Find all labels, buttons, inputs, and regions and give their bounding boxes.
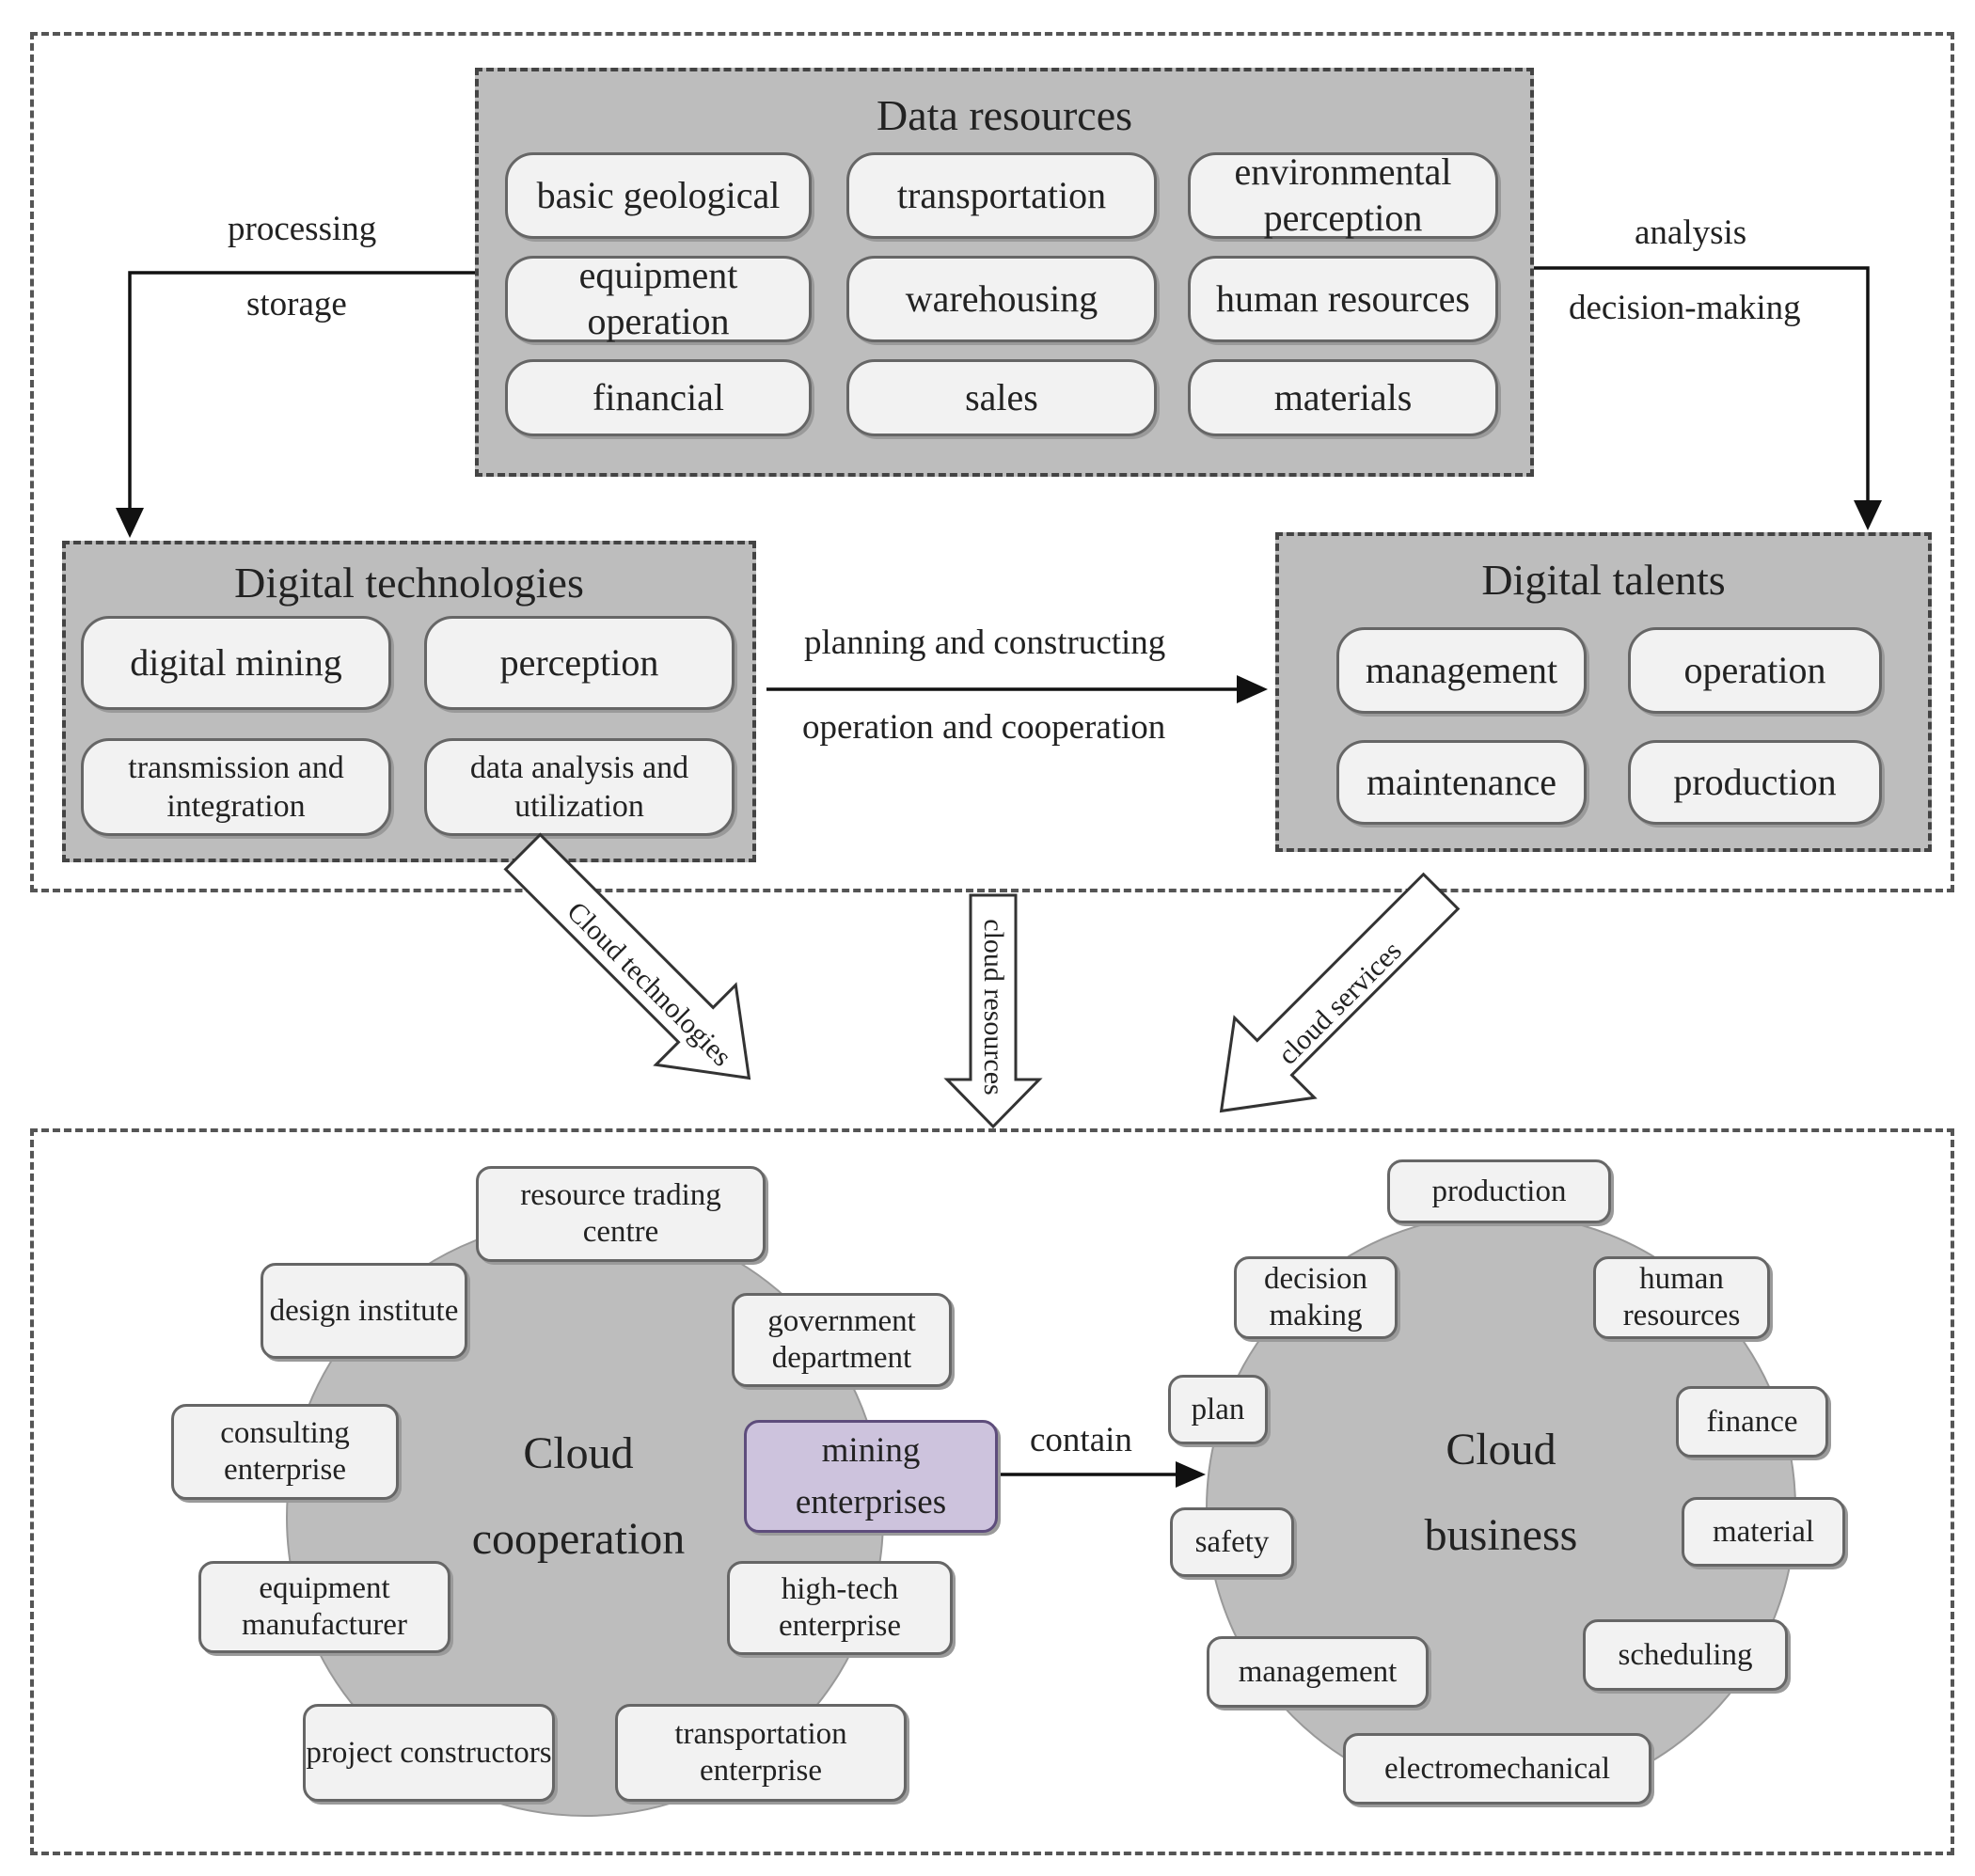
label-decision-making: decision-making — [1569, 289, 1801, 327]
tech-item-digital-mining: digital mining — [81, 616, 391, 710]
cloud-business-line2: business — [1424, 1510, 1578, 1561]
data-item-financial: financial — [505, 359, 812, 436]
business-item-electromechanical: electromechanical — [1343, 1733, 1651, 1805]
member-project-constructors: project constructors — [303, 1704, 555, 1802]
talent-item-production: production — [1628, 740, 1882, 825]
label-contain: contain — [1030, 1421, 1132, 1459]
talent-item-maintenance: maintenance — [1336, 740, 1587, 825]
cloud-cooperation-line2: cooperation — [471, 1514, 686, 1565]
data-item-equipment-operation: equipment operation — [505, 254, 812, 342]
member-design-institute: design institute — [261, 1263, 467, 1359]
business-item-plan: plan — [1168, 1375, 1268, 1444]
talent-item-management: management — [1336, 627, 1587, 714]
digital-talents-title: Digital talents — [1481, 556, 1726, 604]
label-cloud-resources: cloud resources — [978, 919, 1009, 1096]
member-consulting-enterprise: consulting enterprise — [171, 1404, 399, 1500]
talent-item-operation: operation — [1628, 627, 1882, 714]
tech-item-perception: perception — [424, 616, 735, 710]
business-item-finance: finance — [1676, 1386, 1828, 1458]
cloud-cooperation-title: Cloud cooperation — [442, 1411, 715, 1582]
member-resource-trading-centre: resource trading centre — [476, 1166, 766, 1262]
label-cloud-services: cloud services — [1272, 935, 1408, 1071]
data-item-environmental-perception: environmental perception — [1188, 150, 1498, 239]
cloud-business-title: Cloud business — [1369, 1407, 1633, 1578]
business-item-safety: safety — [1170, 1507, 1294, 1577]
data-item-basic-geological: basic geological — [505, 152, 812, 239]
label-processing: processing — [228, 210, 377, 248]
label-planning-and-constructing: planning and constructing — [804, 623, 1166, 662]
bottom-frame — [30, 1128, 1954, 1855]
data-item-warehousing: warehousing — [846, 256, 1157, 342]
data-item-transportation: transportation — [846, 152, 1157, 239]
cloud-business-line1: Cloud — [1446, 1425, 1556, 1474]
member-mining-enterprises: mining enterprises — [744, 1420, 998, 1533]
label-analysis: analysis — [1635, 213, 1747, 252]
business-item-decision-making: decision making — [1234, 1256, 1398, 1339]
business-item-scheduling: scheduling — [1583, 1619, 1788, 1691]
cloud-cooperation-line1: Cloud — [523, 1428, 634, 1478]
tech-item-transmission-and-integration: transmission and integration — [81, 738, 391, 836]
data-item-human-resources: human resources — [1188, 256, 1498, 342]
label-cloud-technologies: Cloud technologies — [561, 895, 738, 1073]
data-item-materials: materials — [1188, 359, 1498, 436]
member-high-tech-enterprise: high-tech enterprise — [727, 1561, 953, 1655]
data-resources-title: Data resources — [876, 91, 1133, 139]
business-item-production: production — [1387, 1159, 1611, 1223]
member-equipment-manufacturer: equipment manufacturer — [198, 1561, 450, 1653]
label-storage: storage — [246, 285, 347, 323]
data-item-sales: sales — [846, 359, 1157, 436]
member-transportation-enterprise: transportation enterprise — [615, 1704, 907, 1802]
label-operation-and-cooperation: operation and cooperation — [802, 708, 1166, 747]
digital-technologies-title: Digital technologies — [234, 559, 584, 607]
tech-item-data-analysis-and-utilization: data analysis and utilization — [424, 738, 735, 836]
top-frame — [30, 32, 1954, 892]
business-item-material: material — [1682, 1497, 1845, 1567]
business-item-human-resources: human resources — [1593, 1256, 1770, 1339]
business-item-management: management — [1207, 1636, 1429, 1708]
member-government-department: government department — [732, 1293, 952, 1387]
